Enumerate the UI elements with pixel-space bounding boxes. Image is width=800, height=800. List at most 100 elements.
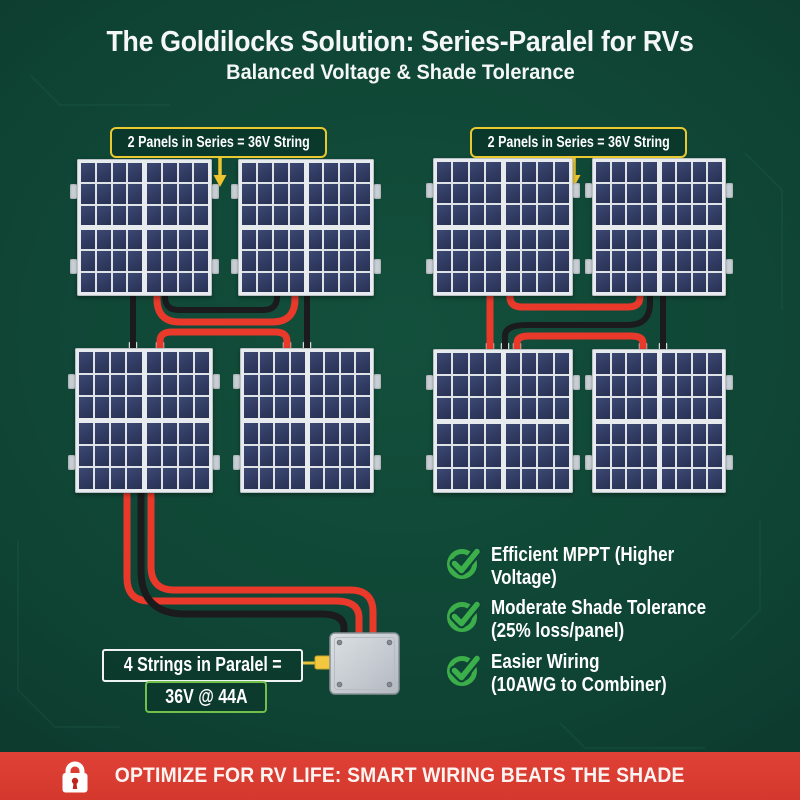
panel-cell [273, 163, 288, 183]
panel-cell [79, 374, 94, 396]
panel-cell [627, 229, 641, 249]
panel-cell [661, 272, 676, 292]
panel-quadrant [437, 229, 501, 292]
panel-cell [708, 423, 722, 444]
panel-cell [554, 423, 569, 444]
panel-cell [81, 205, 95, 225]
panel-quadrant [437, 162, 501, 225]
panel-cell [453, 446, 468, 467]
panel-cell [112, 205, 127, 225]
panel-cell [162, 230, 177, 250]
panel-cell [521, 423, 537, 444]
panel-cell [324, 205, 339, 225]
panel-cell [340, 468, 355, 489]
panel-cell [194, 468, 209, 489]
header: The Goldilocks Solution: Series-Paralel … [0, 26, 800, 85]
panel-cell [453, 162, 468, 182]
down-arrow-icon-left [213, 156, 227, 187]
panel-cell [692, 423, 707, 444]
panel-cell [554, 251, 569, 271]
output-rating-label: 36V @ 44A [145, 681, 267, 713]
panel-cell [611, 272, 626, 292]
panel-cell [627, 468, 641, 489]
lock-icon [62, 761, 88, 793]
panel-cell [81, 184, 95, 204]
panel-cell [95, 374, 110, 396]
panel-mount-clip [585, 374, 592, 390]
combiner-box [329, 632, 400, 695]
panel-cell [708, 272, 722, 292]
panel-cell [111, 423, 126, 444]
panel-cell [95, 352, 110, 373]
footer-banner: OPTIMIZE FOR RV LIFE: SMART WIRING BEATS… [0, 752, 800, 800]
panel-cell [538, 205, 553, 225]
panel-cell [521, 205, 537, 225]
panel-cell [469, 423, 485, 444]
panel-cell [642, 272, 657, 292]
panel-cell [79, 352, 94, 373]
panel-cell [554, 353, 569, 374]
series-string-callout-left-label: 2 Panels in Series = 36V String [127, 133, 310, 151]
panel-cell [273, 272, 288, 292]
panel-cell [505, 375, 520, 396]
panel-cell [596, 272, 610, 292]
panel-cell [437, 162, 452, 182]
panel-cell [642, 468, 657, 489]
panel-mount-clip [573, 374, 580, 390]
check-icon [447, 546, 482, 579]
panel-cell [146, 468, 161, 489]
panel-cell [642, 398, 657, 419]
footer-message: OPTIMIZE FOR RV LIFE: SMART WIRING BEATS… [115, 764, 685, 787]
panel-cell [95, 397, 110, 418]
panel-mount-clip [231, 183, 238, 199]
page-title: The Goldilocks Solution: Series-Paralel … [106, 26, 694, 58]
panel-cell [505, 423, 520, 444]
panel-cell [259, 468, 274, 489]
panel-cell [340, 423, 355, 444]
panel-cell [538, 229, 553, 249]
panel-cell [642, 251, 657, 271]
panel-quadrant [309, 423, 370, 489]
panel-cell [340, 374, 355, 396]
panel-mount-clip [726, 374, 733, 390]
panel-cell [642, 162, 657, 182]
panel-cell [325, 352, 339, 373]
panel-cell [505, 183, 520, 203]
panel-cell [242, 251, 256, 271]
panel-quadrant [242, 230, 304, 292]
panel-cell [469, 468, 485, 489]
panel-cell [692, 272, 707, 292]
panel-quadrant [146, 423, 209, 489]
panel-cell [308, 163, 323, 183]
panel-cell [79, 423, 94, 444]
panel-cell [289, 184, 304, 204]
benefit-text: Efficient MPPT (Higher Voltage) [491, 544, 675, 589]
panel-cell [642, 375, 657, 396]
panel-cell [273, 251, 288, 271]
panel-cell [128, 230, 142, 250]
panel-cell [627, 183, 641, 203]
panel-cell [661, 423, 676, 444]
panel-mount-clip [374, 183, 381, 199]
panel-cell [257, 184, 272, 204]
panel-cell [340, 251, 355, 271]
panel-mount-clip [231, 259, 238, 275]
panel-cell [538, 272, 553, 292]
panel-cell [178, 184, 193, 204]
panel-cell [486, 272, 501, 292]
panel-cell [677, 468, 691, 489]
page-subtitle: Balanced Voltage & Shade Tolerance [225, 61, 575, 84]
panel-mount-clip [726, 258, 733, 274]
panel-cell [677, 229, 691, 249]
panel-cell [627, 251, 641, 271]
panel-cell [611, 423, 626, 444]
panel-cell [194, 163, 208, 183]
panel-cell [162, 205, 177, 225]
panel-cell [708, 446, 722, 467]
panel-cell [257, 163, 272, 183]
panel-cell [677, 251, 691, 271]
panel-cell [275, 397, 289, 418]
panel-cell [356, 251, 370, 271]
panel-quadrant [147, 230, 208, 292]
panel-cell [162, 374, 177, 396]
